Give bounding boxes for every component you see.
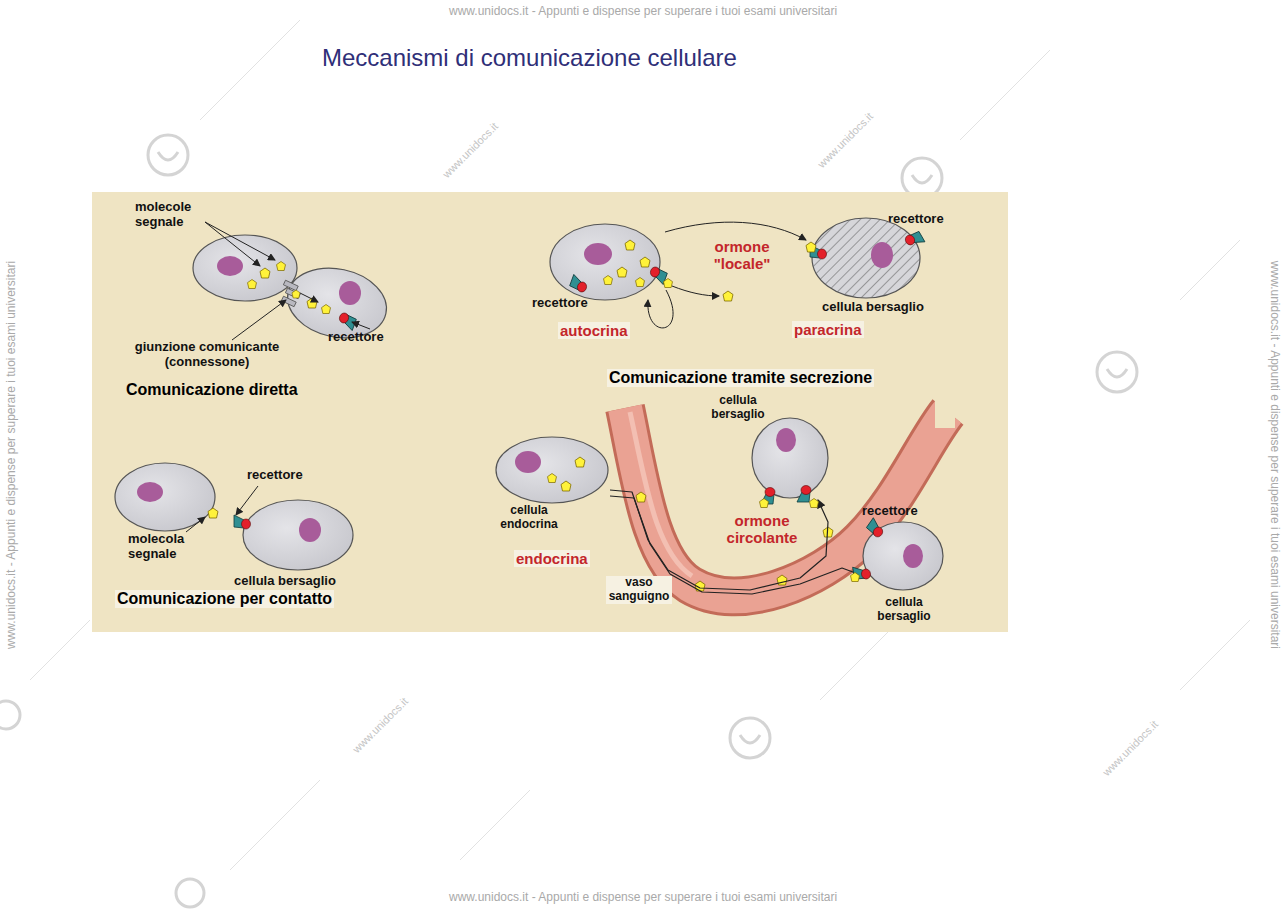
watermark: www.unidocs.it xyxy=(350,695,410,755)
cell: cellula bersaglio xyxy=(810,216,926,317)
cell: cellula bersaglio xyxy=(232,498,355,591)
callout-label: recettore xyxy=(247,468,303,483)
cell: cellula bersaglio xyxy=(861,520,945,626)
type-label: paracrina xyxy=(792,321,864,338)
cell-label: cellula endocrina xyxy=(493,504,565,532)
callout-label: recettore xyxy=(532,296,588,311)
watermark: www.unidocs.it - Appunti e dispense per … xyxy=(5,261,19,649)
section-heading: Comunicazione diretta xyxy=(126,381,298,399)
type-label: endocrina xyxy=(514,550,590,567)
callout-label: vaso sanguigno xyxy=(606,576,672,604)
cell: cellula endocrina xyxy=(491,435,610,534)
hormone-label: ormone "locale" xyxy=(702,238,782,273)
diagram-title: Meccanismi di comunicazione cellulare xyxy=(322,44,737,72)
watermark: www.unidocs.it xyxy=(440,120,500,180)
watermark: www.unidocs.it - Appunti e dispense per … xyxy=(449,891,837,905)
cell-label: cellula bersaglio xyxy=(872,596,936,624)
callout-label: molecole segnale xyxy=(135,200,215,230)
cell-label: cellula bersaglio xyxy=(822,300,924,315)
type-label: autocrina xyxy=(558,322,630,339)
callout-label: recettore xyxy=(328,330,384,345)
watermark: www.unidocs.it xyxy=(1100,718,1160,778)
cell: cellula bersaglio xyxy=(707,392,830,500)
section-heading: Comunicazione tramite secrezione xyxy=(607,369,874,387)
cell-label: cellula bersaglio xyxy=(234,574,336,589)
watermark: www.unidocs.it xyxy=(815,110,875,170)
watermark: www.unidocs.it - Appunti e dispense per … xyxy=(449,5,837,19)
callout-label: recettore xyxy=(862,504,918,519)
callout-label: giunzione comunicante (connessone) xyxy=(116,340,298,370)
callout-label: molecola segnale xyxy=(128,532,218,562)
section-heading: Comunicazione per contatto xyxy=(115,590,334,608)
hormone-route xyxy=(610,490,828,590)
cell-label: cellula bersaglio xyxy=(709,394,767,422)
watermark: www.unidocs.it - Appunti e dispense per … xyxy=(1267,261,1281,649)
hormone-label: ormone circolante xyxy=(714,512,810,547)
